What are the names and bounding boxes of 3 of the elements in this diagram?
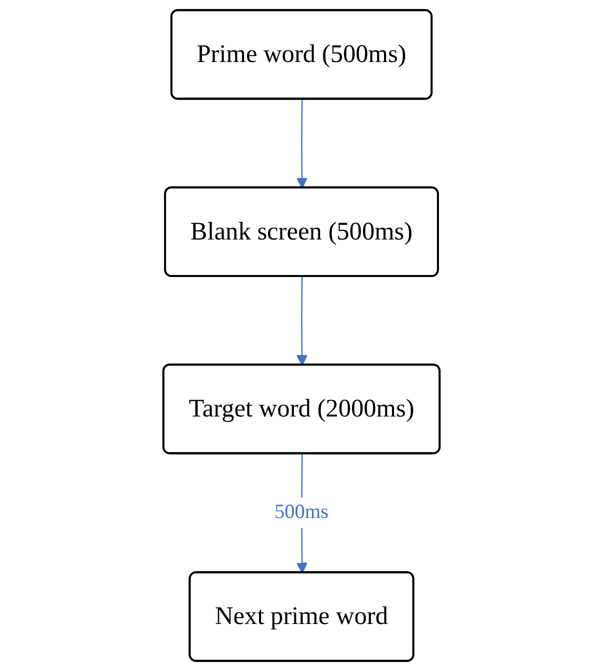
arrow [296, 276, 308, 366]
edge-label: 500ms [274, 501, 329, 523]
arrow [296, 99, 308, 189]
